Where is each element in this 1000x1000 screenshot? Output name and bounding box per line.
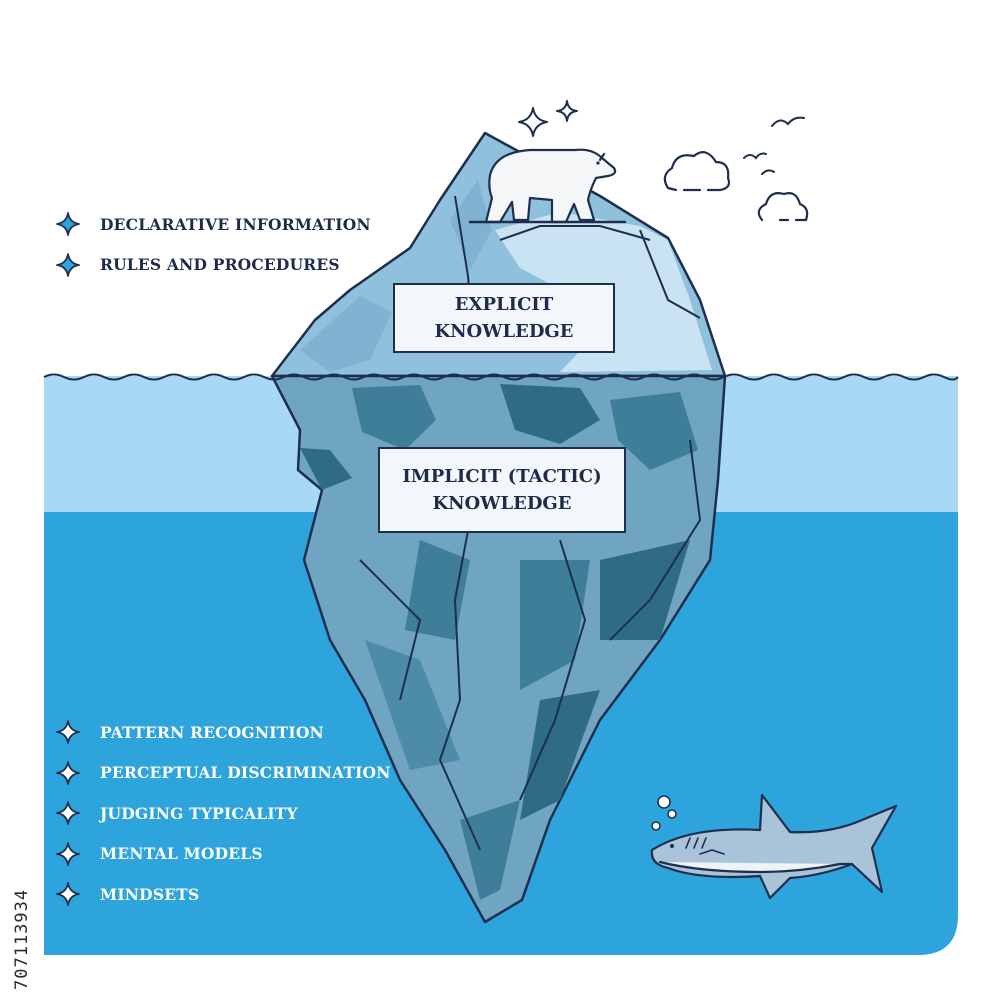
list-item: MENTAL MODELS [56, 834, 391, 875]
bubble-icon [651, 795, 677, 831]
list-item-label: MENTAL MODELS [100, 844, 263, 864]
cloud-icon [663, 151, 809, 222]
explicit-knowledge-label: EXPLICIT KNOWLEDGE [393, 283, 615, 353]
four-point-star-icon [56, 760, 80, 785]
four-point-star-icon [56, 212, 80, 237]
list-item: MINDSETS [56, 874, 391, 915]
label-line: KNOWLEDGE [434, 321, 574, 342]
list-item-label: PERCEPTUAL DISCRIMINATION [100, 763, 391, 783]
four-point-star-icon [56, 841, 80, 866]
sparkle-icon [518, 100, 578, 137]
list-item: JUDGING TYPICALITY [56, 793, 391, 834]
label-line: IMPLICIT (TACTIC) [402, 466, 602, 487]
four-point-star-icon [56, 801, 80, 826]
implicit-knowledge-label: IMPLICIT (TACTIC) KNOWLEDGE [378, 447, 626, 533]
bird-icon [743, 116, 805, 175]
label-line: KNOWLEDGE [432, 493, 572, 514]
four-point-star-icon [56, 882, 80, 907]
list-item-label: JUDGING TYPICALITY [100, 803, 298, 823]
list-item-label: MINDSETS [100, 884, 200, 904]
implicit-items-list: PATTERN RECOGNITION PERCEPTUAL DISCRIMIN… [56, 712, 391, 915]
list-item-label: PATTERN RECOGNITION [100, 722, 324, 742]
stock-id: 707113934 [12, 888, 32, 990]
list-item-label: DECLARATIVE INFORMATION [100, 214, 371, 234]
water-line [43, 373, 959, 381]
explicit-items-list: DECLARATIVE INFORMATION RULES AND PROCED… [56, 204, 371, 285]
list-item: PERCEPTUAL DISCRIMINATION [56, 753, 391, 794]
polar-bear-icon [468, 148, 627, 224]
list-item: PATTERN RECOGNITION [56, 712, 391, 753]
label-line: EXPLICIT [454, 294, 554, 315]
four-point-star-icon [56, 252, 80, 277]
four-point-star-icon [56, 720, 80, 745]
list-item-label: RULES AND PROCEDURES [100, 255, 340, 275]
shark-icon [650, 793, 898, 900]
list-item: RULES AND PROCEDURES [56, 245, 371, 286]
list-item: DECLARATIVE INFORMATION [56, 204, 371, 245]
